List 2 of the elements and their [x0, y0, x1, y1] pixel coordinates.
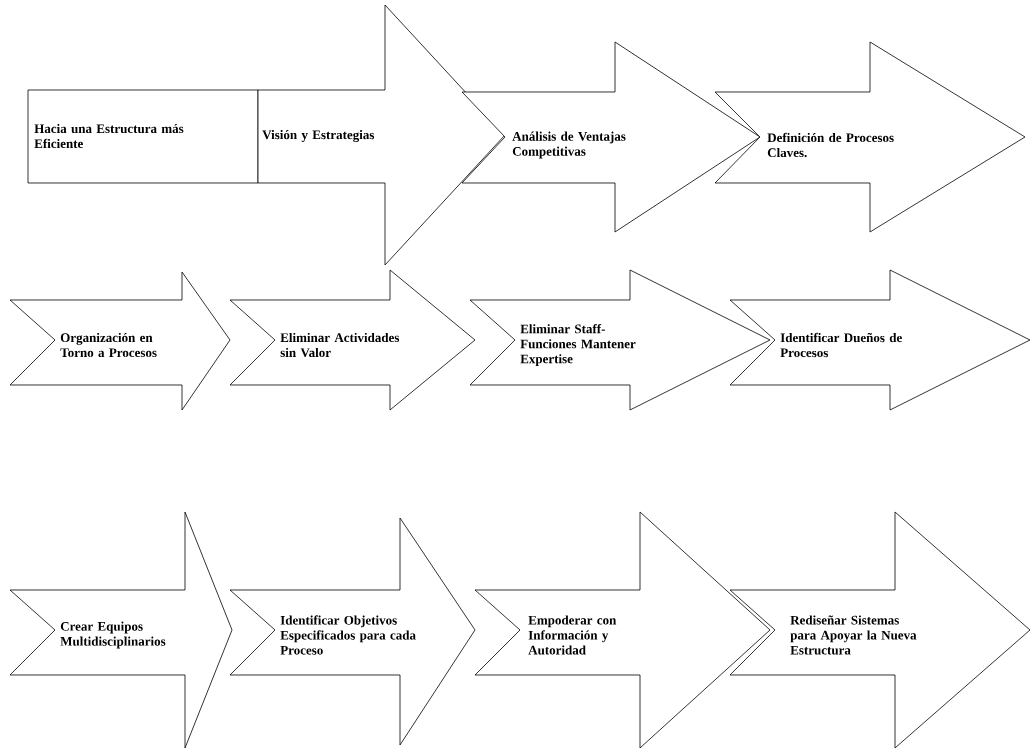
text-box: Hacia una Estructura más Eficiente — [27, 89, 259, 184]
node-label: Definición de Procesos Claves. — [767, 132, 894, 158]
